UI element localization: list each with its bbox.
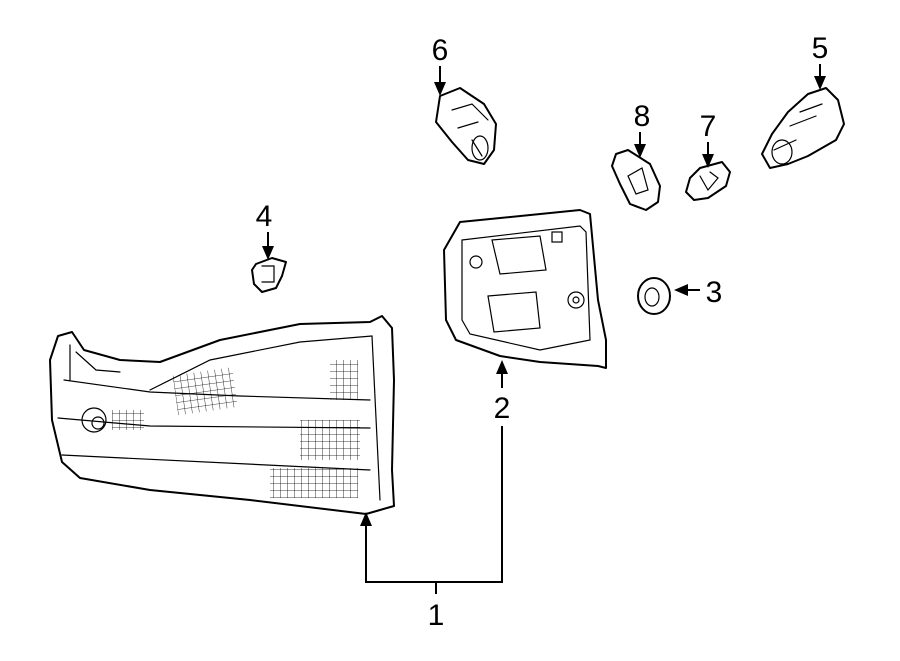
retainer-clip [251, 257, 287, 293]
callout-8: 8 [634, 100, 651, 133]
socket-plate [443, 209, 607, 369]
wedge-bulb-small [685, 161, 731, 201]
lamp-socket [761, 87, 845, 169]
bulb-socket [435, 87, 497, 165]
wedge-bulb-large [611, 149, 661, 211]
callout-4: 4 [256, 200, 273, 233]
callout-1: 1 [428, 599, 445, 632]
callout-3: 3 [706, 276, 723, 309]
callout-7: 7 [700, 110, 717, 143]
leader-lines [262, 64, 826, 594]
callout-2: 2 [494, 392, 511, 425]
callout-5: 5 [812, 32, 829, 65]
tail-lamp-lens [49, 315, 395, 515]
callout-6: 6 [432, 34, 449, 67]
grommet [637, 277, 671, 315]
